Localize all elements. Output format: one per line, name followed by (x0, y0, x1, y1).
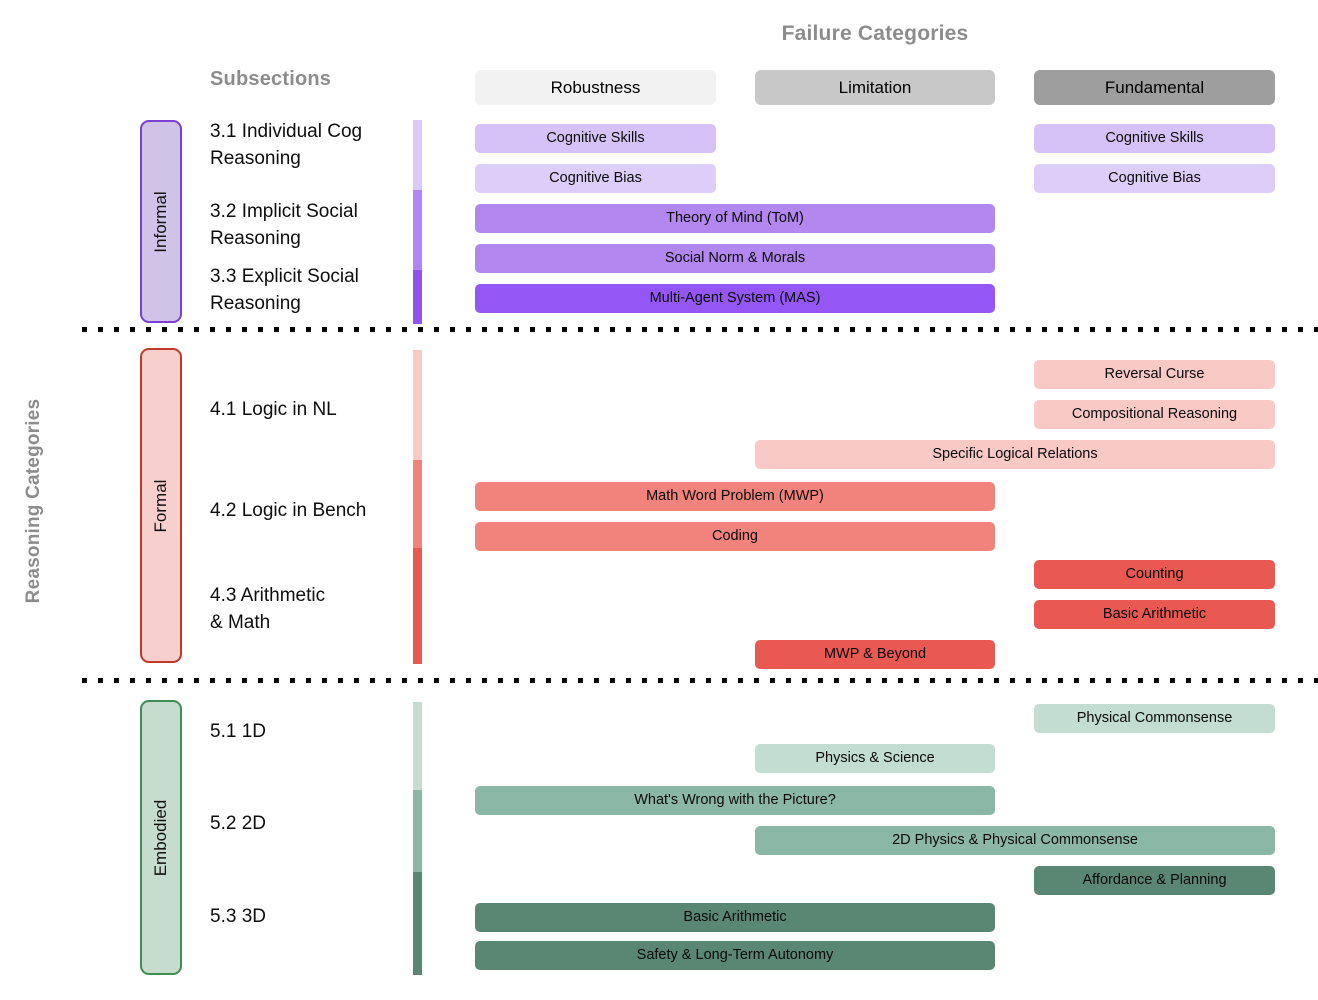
failure-bar: 2D Physics & Physical Commonsense (755, 826, 1275, 855)
failure-bar: Math Word Problem (MWP) (475, 482, 995, 511)
dotted-divider-2 (82, 678, 1318, 683)
failure-bar: MWP & Beyond (755, 640, 995, 669)
failure-bar: Basic Arithmetic (1034, 600, 1275, 629)
failure-bar: Counting (1034, 560, 1275, 589)
subsection-label-embodied-2: 5.2 2D (210, 813, 266, 834)
failure-bar: Cognitive Skills (1034, 124, 1275, 153)
subsection-label-embodied-1: 5.1 1D (210, 721, 266, 742)
failure-bar: Cognitive Bias (1034, 164, 1275, 193)
failure-bar: Specific Logical Relations (755, 440, 1275, 469)
intensity-strip-embodied-3 (413, 872, 422, 975)
failure-bar: Compositional Reasoning (1034, 400, 1275, 429)
failure-category-chip-limitation: Limitation (755, 70, 995, 105)
intensity-strip-formal-1 (413, 350, 422, 460)
failure-bar: Multi-Agent System (MAS) (475, 284, 995, 313)
failure-bar: Basic Arithmetic (475, 903, 995, 932)
failure-bar: Cognitive Bias (475, 164, 716, 193)
intensity-strip-informal-3 (413, 270, 422, 324)
failure-bar: Theory of Mind (ToM) (475, 204, 995, 233)
failure-bar: Affordance & Planning (1034, 866, 1275, 895)
section-box-label-formal: Formal (151, 479, 170, 532)
failure-bar: Reversal Curse (1034, 360, 1275, 389)
failure-bar: Physics & Science (755, 744, 995, 773)
intensity-strip-formal-3 (413, 548, 422, 664)
subsection-label-formal-2: 4.2 Logic in Bench (210, 500, 367, 521)
subsection-label-formal-1: 4.1 Logic in NL (210, 399, 337, 420)
intensity-strip-embodied-1 (413, 702, 422, 790)
section-box-label-informal: Informal (151, 190, 170, 253)
failure-bar: What's Wrong with the Picture? (475, 786, 995, 815)
reasoning-categories-axis-label: Reasoning Categories (23, 398, 44, 604)
failure-bar: Safety & Long-Term Autonomy (475, 941, 995, 970)
failure-category-chip-robustness: Robustness (475, 70, 716, 105)
intensity-strip-embodied-2 (413, 790, 422, 872)
subsection-label-embodied-3: 5.3 3D (210, 906, 266, 927)
section-box-label-embodied: Embodied (151, 799, 170, 876)
dotted-divider-1 (82, 327, 1318, 332)
subsection-label-formal-3: 4.3 Arithmetic& Math (210, 585, 326, 633)
subsections-title: Subsections (210, 68, 332, 90)
failure-categories-title: Failure Categories (781, 22, 969, 45)
failure-category-chip-fundamental: Fundamental (1034, 70, 1275, 105)
failure-bar: Social Norm & Morals (475, 244, 995, 273)
failure-bar: Coding (475, 522, 995, 551)
failure-bar: Physical Commonsense (1034, 704, 1275, 733)
intensity-strip-informal-1 (413, 120, 422, 190)
intensity-strip-formal-2 (413, 460, 422, 548)
intensity-strip-informal-2 (413, 190, 422, 270)
section-box-embodied: Embodied (140, 700, 182, 975)
section-box-informal: Informal (140, 120, 182, 323)
failure-bar: Cognitive Skills (475, 124, 716, 153)
section-box-formal: Formal (140, 348, 182, 663)
